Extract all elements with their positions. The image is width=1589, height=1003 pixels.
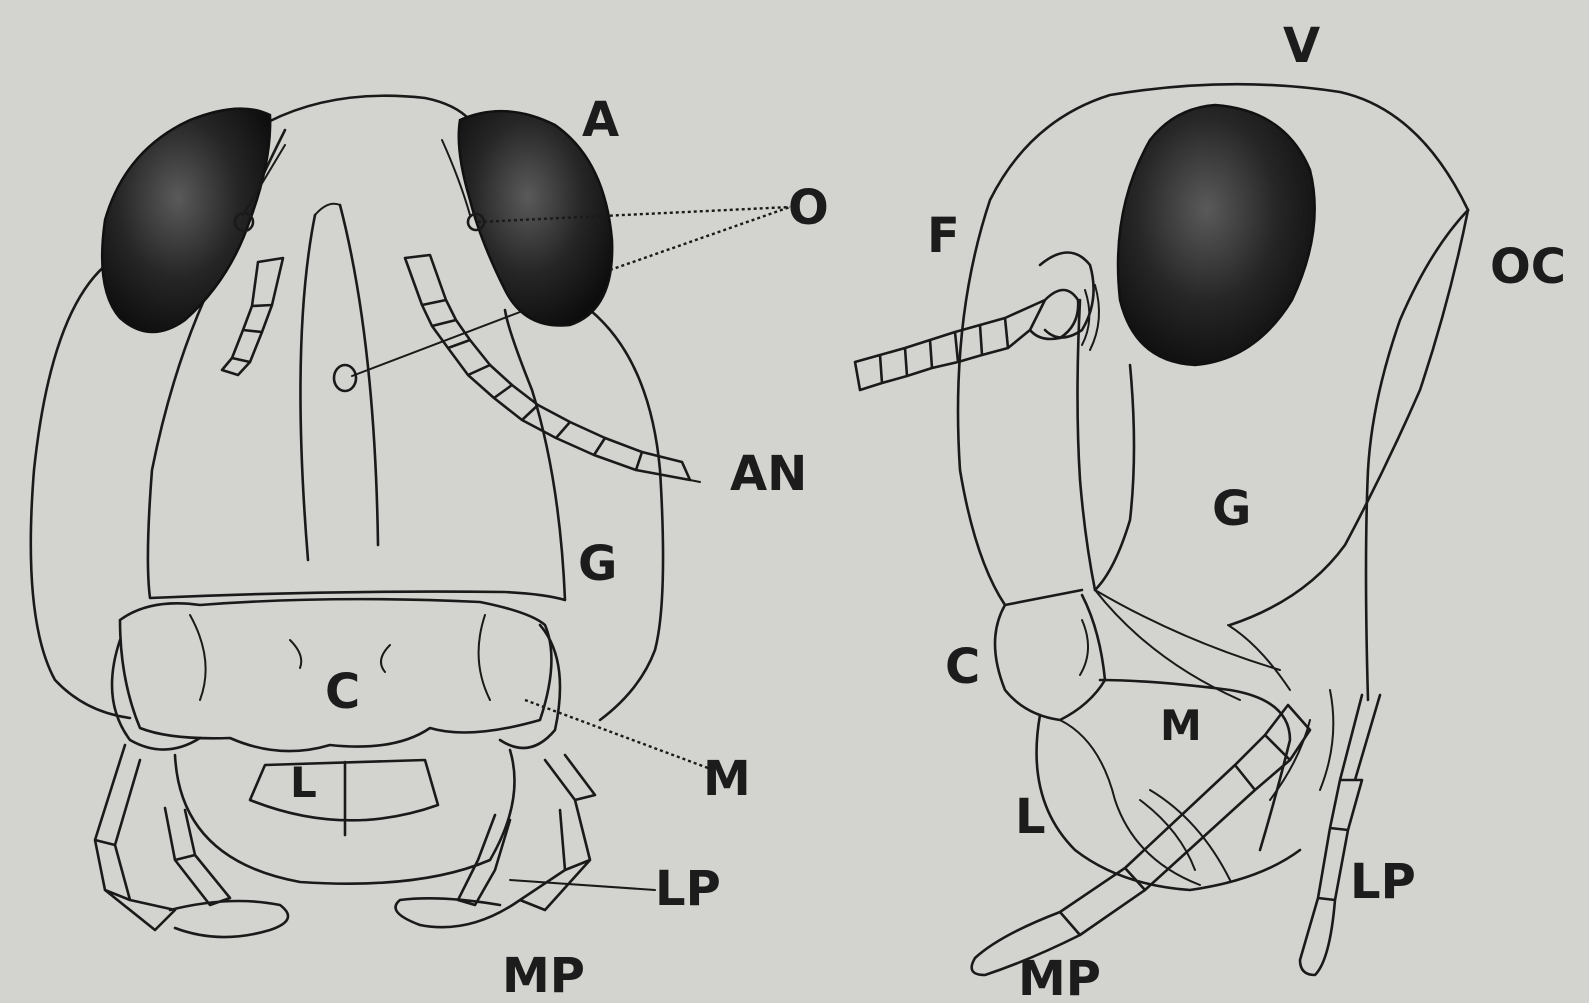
side-occiput-inner [1366,210,1468,700]
label-side-MP: MP [1018,951,1101,1003]
label-side-C: C [945,639,980,695]
label-side-V: V [1283,18,1320,74]
front-left-antenna [222,258,283,375]
side-gena-lines [1095,590,1290,700]
label-front-LP: LP [655,861,721,917]
side-labial-palp [1300,695,1380,975]
front-right-gena [590,310,663,720]
label-side-LP: LP [1350,854,1416,910]
front-left-gena [31,258,130,718]
label-front-MP: MP [502,948,585,1003]
label-front-L: L [290,758,317,807]
side-antennal-socket-lines [1082,285,1099,350]
label-side-G: G [1212,481,1251,537]
side-clypeus [995,595,1105,720]
label-front-M: M [703,751,751,807]
side-eye [1118,105,1315,365]
label-front-AN: AN [730,446,807,502]
front-carina-top [315,204,340,215]
label-side-F: F [927,208,960,264]
front-right-labial-palp [458,815,510,905]
side-gena-suture [1095,365,1134,590]
label-front-O: O [788,180,829,236]
front-head-outline [268,96,470,122]
front-right-maxillary-palp [396,755,596,927]
label-front-G: G [578,536,617,592]
front-palp-leader [510,880,655,890]
front-left-labial-palp [165,808,230,905]
front-left-eye [102,109,270,332]
front-right-mandible [500,625,560,748]
front-antenna-leader [690,480,700,482]
side-mandible-lines [1140,790,1230,880]
front-median-ocellus-leader [352,312,520,376]
front-median-carina [300,205,378,560]
label-side-M: M [1160,701,1202,750]
label-side-L: L [1015,789,1046,845]
label-side-OC: OC [1490,239,1566,295]
front-view [31,96,790,937]
label-front-A: A [582,92,619,148]
front-median-ocellus [334,365,356,391]
side-clypeus-inner [1080,620,1088,675]
label-front-C: C [325,664,360,720]
